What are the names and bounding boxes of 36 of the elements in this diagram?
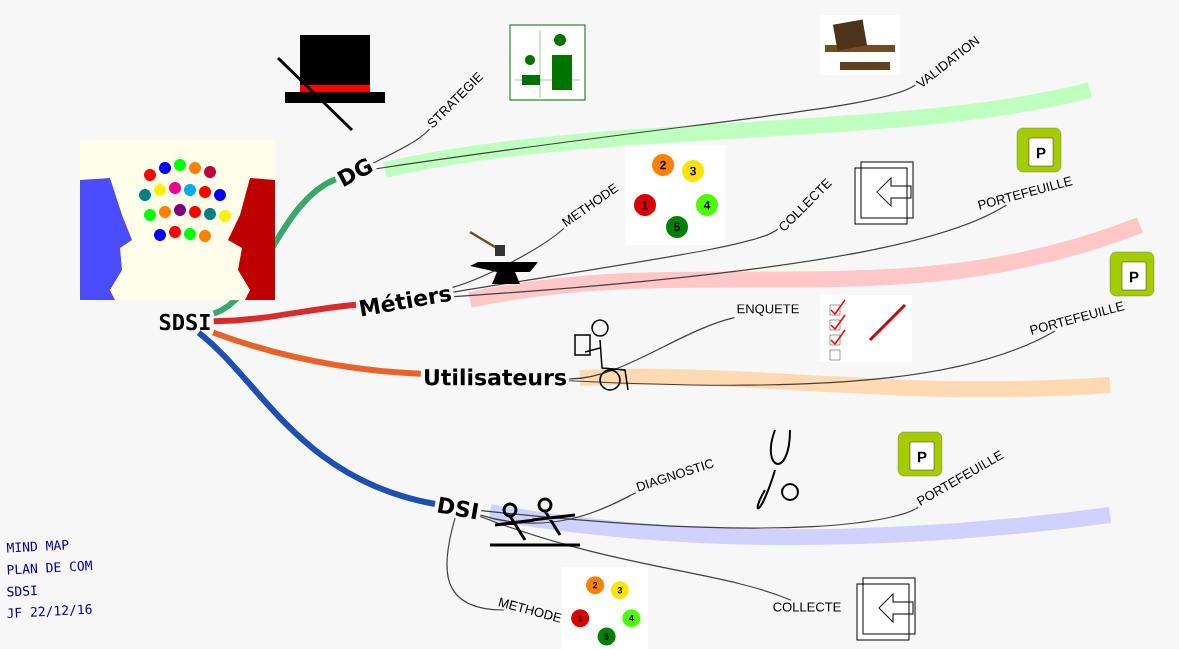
branch-line	[480, 506, 919, 529]
handwritten-note: JF 22/12/16	[7, 604, 92, 619]
step-number: 5	[666, 216, 688, 238]
branch-label: DSI	[437, 496, 479, 520]
step-number: 1	[634, 194, 656, 216]
central-topic: SDSI	[159, 313, 210, 331]
branch-line	[375, 84, 916, 170]
branch-line	[212, 329, 421, 377]
icon-letter: P	[1037, 147, 1046, 159]
step-number: 5	[597, 627, 616, 646]
branch-label: Métiers	[359, 289, 452, 317]
branch-line	[479, 492, 637, 524]
sub-branch-label: COLLECTE	[773, 602, 841, 612]
step-number: 2	[586, 576, 605, 595]
step-number: 4	[622, 609, 641, 628]
branch-line	[452, 228, 779, 293]
step-number: 3	[682, 160, 704, 182]
branch-line	[453, 204, 1007, 298]
branch-line	[372, 128, 431, 164]
branch-line	[196, 330, 436, 507]
step-number: 1	[571, 609, 590, 628]
handwritten-note: MIND MAP	[6, 540, 69, 553]
branch-line	[213, 301, 357, 325]
branch-line	[568, 330, 1056, 386]
sub-branch-label: ENQUETE	[737, 304, 799, 316]
branch-label: DG	[337, 158, 373, 187]
step-number: 2	[652, 154, 674, 176]
handwritten-note: SDSI	[7, 585, 37, 597]
branch-line	[479, 515, 792, 601]
handwritten-note: PLAN DE COM	[7, 560, 93, 575]
icon-letter: P	[1130, 271, 1139, 283]
branch-label: Utilisateurs	[425, 368, 566, 386]
branch-line	[446, 517, 505, 611]
step-number: 4	[696, 194, 718, 216]
step-number: 3	[610, 581, 629, 600]
branch-line	[568, 317, 735, 380]
